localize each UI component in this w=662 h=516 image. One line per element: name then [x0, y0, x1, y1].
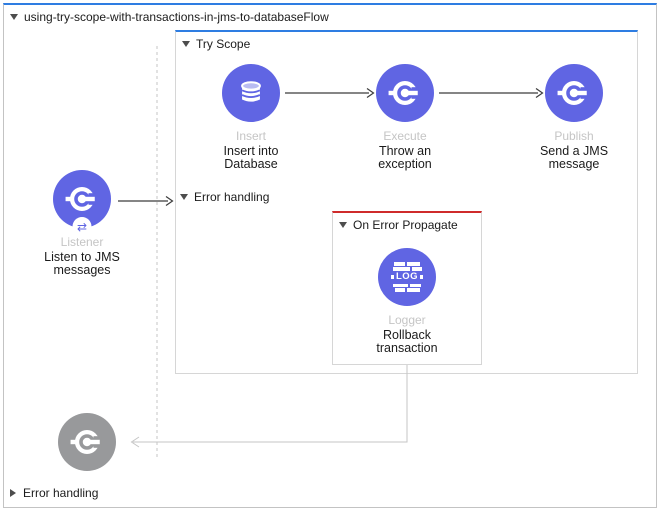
node-operation-label: Insert: [235, 129, 266, 143]
node-jms-listener[interactable]: ⇄ Listener Listen to JMS messages: [27, 170, 137, 277]
mule-connector-icon: [557, 80, 589, 106]
node-description-line2: Database: [224, 157, 278, 171]
node-labels: Listener Listen to JMS messages: [27, 236, 137, 277]
logger-icon-text: LOG: [395, 271, 419, 282]
node-labels: Insert Insert into Database: [196, 130, 306, 171]
try-scope-container[interactable]: Try Scope Insert Insert into Datab: [175, 30, 638, 374]
node-description-line2: messages: [53, 263, 111, 277]
mule-connector-icon: [70, 429, 102, 455]
try-scope-header: Try Scope: [182, 37, 250, 51]
node-rollback-transaction-logger[interactable]: LOG Logger Rollback transaction: [352, 248, 462, 355]
node-circle[interactable]: LOG: [378, 248, 436, 306]
try-scope-label: Try Scope: [196, 37, 251, 51]
node-throw-an-exception[interactable]: Execute Throw an exception: [350, 64, 460, 171]
flow-collapse-toggle-icon[interactable]: [10, 14, 18, 20]
node-description-line1: Throw an: [378, 144, 432, 158]
logger-icon: LOG: [389, 262, 425, 292]
node-circle[interactable]: [222, 64, 280, 122]
flow-error-handling-header: Error handling: [10, 486, 98, 500]
flow-container[interactable]: using-try-scope-with-transactions-in-jms…: [3, 3, 657, 508]
try-scope-collapse-toggle-icon[interactable]: [182, 41, 190, 47]
node-operation-label: Listener: [60, 235, 104, 249]
node-description-line2: transaction: [376, 341, 438, 355]
node-error-handling-target[interactable]: [32, 413, 142, 471]
on-error-propagate-label: On Error Propagate: [353, 218, 458, 232]
sync-arrows-badge-icon: ⇄: [72, 217, 92, 236]
node-labels: Publish Send a JMS message: [519, 130, 629, 171]
node-circle[interactable]: [58, 413, 116, 471]
node-description-line1: Insert into: [223, 144, 279, 158]
try-error-handling-label: Error handling: [194, 190, 270, 204]
on-error-propagate-collapse-toggle-icon[interactable]: [339, 222, 347, 228]
sync-arrows-glyph: ⇄: [76, 219, 88, 234]
node-description-line1: Send a JMS: [539, 144, 609, 158]
flow-error-handling-collapse-toggle-icon[interactable]: [10, 489, 16, 497]
node-circle[interactable]: [376, 64, 434, 122]
database-icon: [241, 81, 261, 102]
flow-title: using-try-scope-with-transactions-in-jms…: [24, 10, 329, 24]
node-operation-label: Execute: [383, 129, 427, 143]
node-circle[interactable]: [545, 64, 603, 122]
on-error-propagate-container[interactable]: On Error Propagate LOG Logg: [332, 211, 482, 365]
node-operation-label: Publish: [554, 129, 594, 143]
node-description-line1: Listen to JMS: [44, 250, 120, 264]
flow-header: using-try-scope-with-transactions-in-jms…: [10, 10, 329, 24]
try-error-handling-collapse-toggle-icon[interactable]: [180, 194, 188, 200]
node-labels: Logger Rollback transaction: [352, 314, 462, 355]
flow-error-handling-label: Error handling: [23, 486, 99, 500]
node-send-a-jms-message[interactable]: Publish Send a JMS message: [519, 64, 629, 171]
node-description-line1: Rollback: [383, 328, 431, 342]
node-circle[interactable]: ⇄: [53, 170, 111, 236]
node-insert-into-database[interactable]: Insert Insert into Database: [196, 64, 306, 171]
mule-connector-icon: [65, 186, 97, 212]
node-labels: Execute Throw an exception: [350, 130, 460, 171]
node-description-line2: exception: [378, 157, 432, 171]
on-error-propagate-header: On Error Propagate: [339, 218, 458, 232]
node-operation-label: Logger: [388, 313, 426, 327]
try-error-handling-header: Error handling: [180, 190, 269, 204]
node-description-line2: message: [548, 157, 600, 171]
mule-connector-icon: [388, 80, 420, 106]
